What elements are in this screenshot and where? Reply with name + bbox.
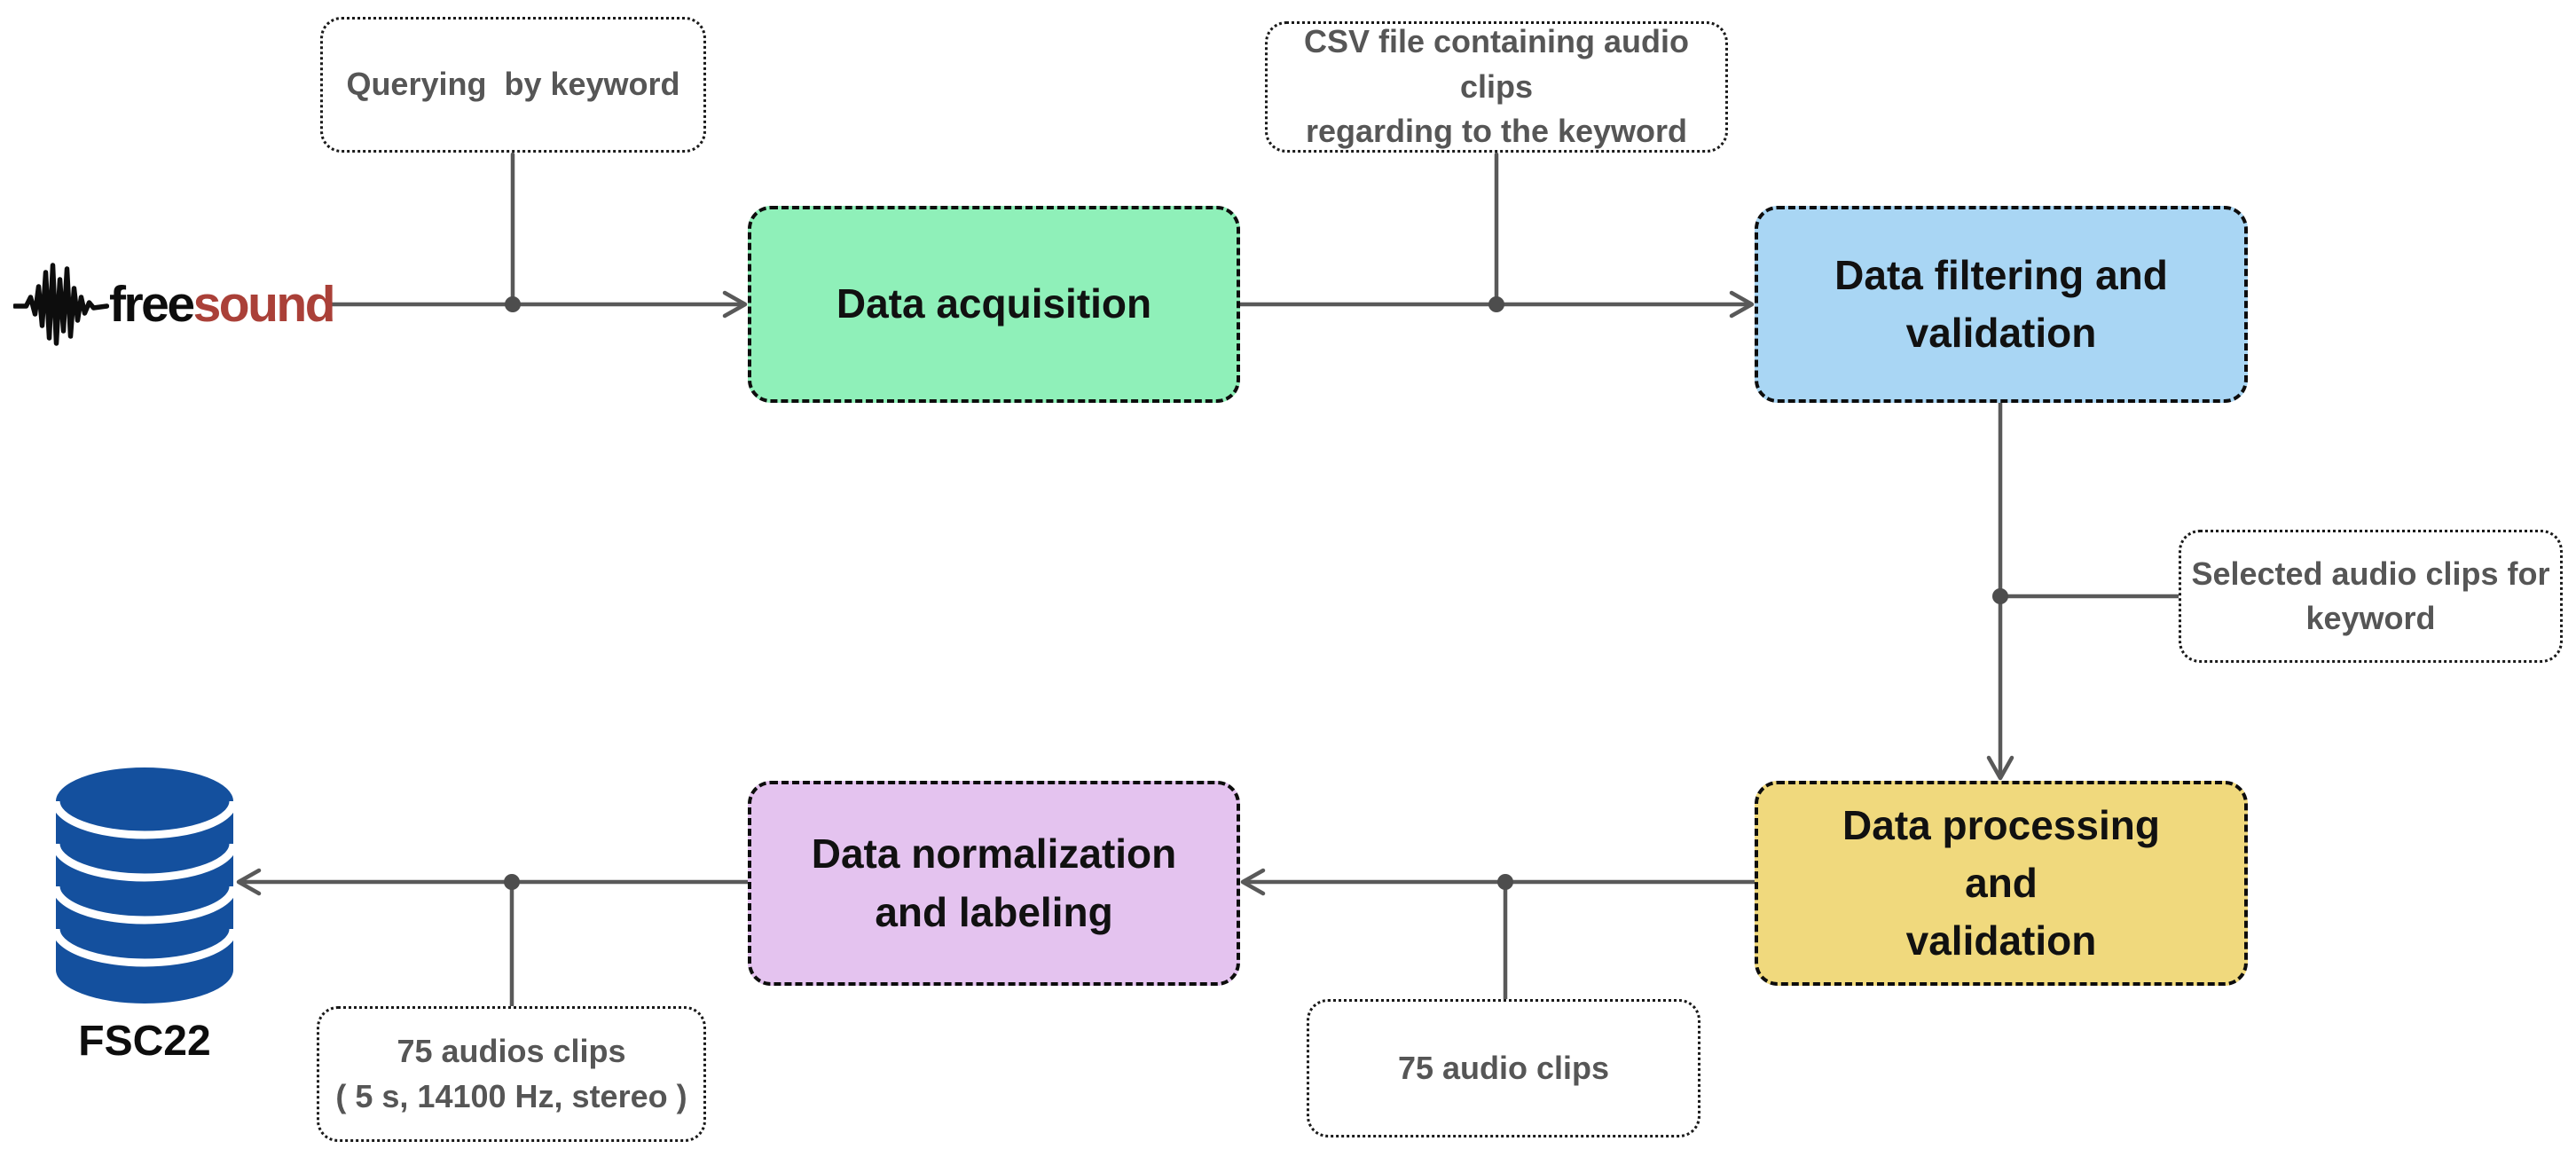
- process-label-line: validation: [1905, 917, 2097, 964]
- process-label-line: Data processing and: [1842, 801, 2160, 906]
- database-label: FSC22: [78, 1018, 211, 1065]
- process-box-data-normalization-labeling: Data normalization and labeling: [748, 781, 1240, 986]
- process-label-line: Data filtering and: [1834, 251, 2168, 298]
- logo-text-sound: sound: [192, 275, 336, 333]
- database-icon: [56, 767, 233, 1004]
- annotation-line: keyword: [2305, 600, 2436, 636]
- freesound-logo: free sound: [13, 260, 336, 349]
- annotation-line: regarding to the keyword: [1305, 113, 1688, 150]
- connector-group: [236, 152, 2181, 1011]
- annotation-line: 75 audios clips: [397, 1033, 626, 1070]
- annotation-75-audios-clips-specs: 75 audios clips ( 5 s, 14100 Hz, stereo …: [317, 1006, 706, 1142]
- junction-dots: [504, 296, 2008, 890]
- process-label-line: Data acquisition: [836, 280, 1152, 327]
- database-disk-separators: [56, 800, 233, 967]
- logo-text-free: free: [109, 275, 195, 333]
- annotation-line: ( 5 s, 14100 Hz, stereo ): [335, 1077, 687, 1114]
- annotation-line: Selected audio clips for: [2191, 555, 2550, 592]
- process-label-line: and labeling: [875, 888, 1113, 935]
- fsc22-database: FSC22: [51, 761, 238, 1066]
- process-label-line: validation: [1905, 310, 2097, 356]
- annotation-csv-file: CSV file containing audio clips regardin…: [1265, 21, 1728, 153]
- process-label-line: Data normalization: [811, 830, 1177, 878]
- process-box-data-acquisition: Data acquisition: [748, 206, 1240, 403]
- process-box-data-filtering-validation: Data filtering and validation: [1755, 206, 2248, 403]
- annotation-selected-audio-clips: Selected audio clips for keyword: [2179, 530, 2563, 663]
- audio-waveform-icon: [13, 263, 109, 346]
- annotation-line: Querying by keyword: [346, 66, 680, 103]
- process-box-data-processing-validation: Data processing and validation: [1755, 781, 2248, 986]
- annotation-line: 75 audio clips: [1397, 1049, 1610, 1086]
- annotation-line: CSV file containing audio clips: [1303, 23, 1699, 105]
- annotation-75-audio-clips: 75 audio clips: [1307, 999, 1700, 1137]
- database-cylinder: [56, 767, 233, 1004]
- annotation-querying-by-keyword: Querying by keyword: [320, 17, 706, 153]
